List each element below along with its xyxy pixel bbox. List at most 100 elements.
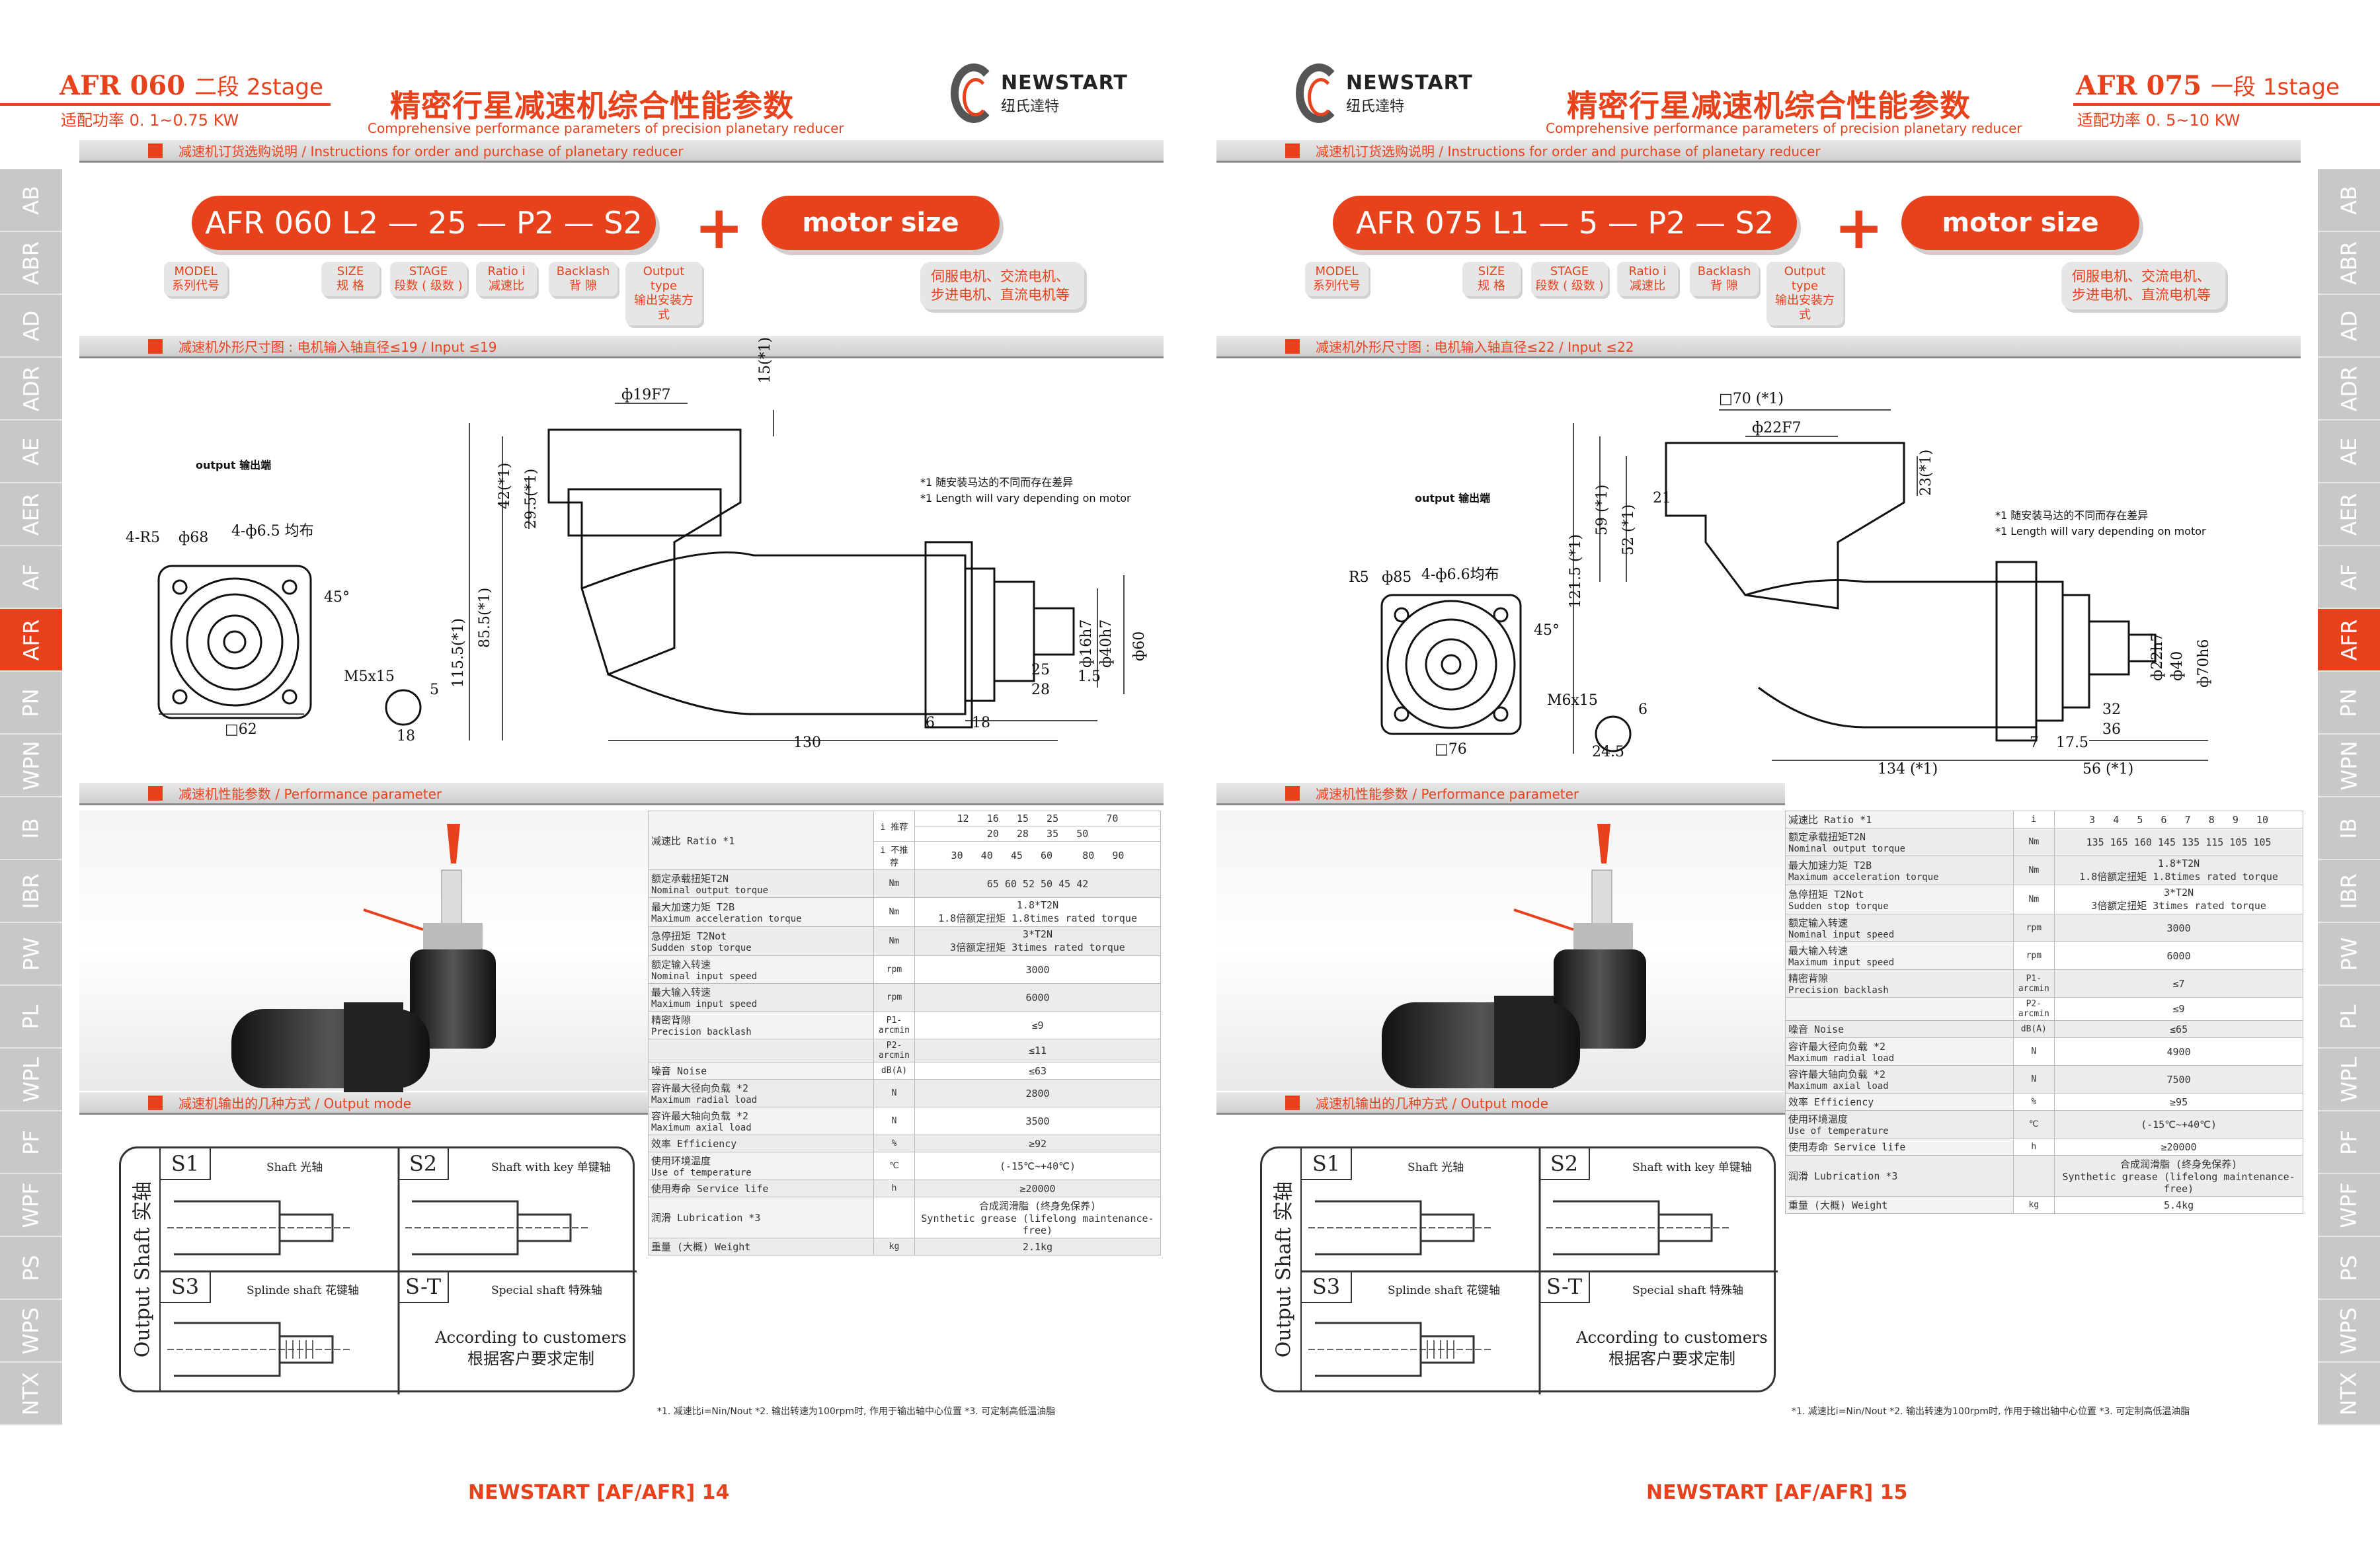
section-marker-icon — [1285, 143, 1300, 158]
side-tab-ntx[interactable]: NTX — [2318, 1363, 2380, 1425]
row-unit: rpm — [2012, 914, 2055, 942]
dim-text: 18 — [397, 728, 415, 744]
row-value: (-15℃~+40℃) — [914, 1152, 1161, 1180]
row-unit: P2-arcmin — [873, 1039, 915, 1062]
om-s2-code: S2 — [399, 1148, 449, 1180]
tag-motor: 伺服电机、交流电机、 步进电机、直流电机等 — [2061, 262, 2225, 309]
dim-text: 4-ф6.6均布 — [1421, 567, 1499, 583]
dim-text: 85.5(*1) — [477, 588, 493, 648]
section-marker-icon — [148, 785, 163, 801]
side-tab-wpl[interactable]: WPL — [0, 1049, 62, 1111]
table-row: 效率 Efficiency%≥95 — [1785, 1093, 2303, 1111]
left-order-code: AFR 060 L2 — 25 — P2 — S2 — [192, 196, 656, 250]
side-tab-af[interactable]: AF — [2318, 546, 2380, 609]
side-tab-abr[interactable]: ABR — [2318, 232, 2380, 295]
dim-text: ф22h7 — [2149, 633, 2166, 681]
side-tab-aer[interactable]: AER — [0, 483, 62, 546]
side-tab-wpf[interactable]: WPF — [0, 1174, 62, 1237]
side-tab-ibr[interactable]: IBR — [2318, 860, 2380, 923]
side-tab-abr[interactable]: ABR — [0, 232, 62, 295]
row-unit: ℃ — [2012, 1110, 2055, 1139]
side-tab-aer[interactable]: AER — [2318, 483, 2380, 546]
side-tab-af[interactable]: AF — [0, 546, 62, 609]
left-dimension-drawing: ф19F7 15(*1) 42(*1) 29.5(*1) 85.5(*1) 11… — [126, 337, 1148, 751]
side-tab-ibr[interactable]: IBR — [0, 860, 62, 923]
right-title-cn: 精密行星减速机综合性能参数 — [1567, 88, 1971, 124]
side-tab-label: AFR — [19, 619, 44, 660]
side-tab-ps[interactable]: PS — [0, 1237, 62, 1300]
side-tab-ntx[interactable]: NTX — [0, 1363, 62, 1425]
om-st-name: Special shaft 特殊轴 — [491, 1284, 602, 1297]
side-tab-wpf[interactable]: WPF — [2318, 1174, 2380, 1237]
side-tab-pw[interactable]: PW — [0, 923, 62, 986]
side-tab-pl[interactable]: PL — [2318, 986, 2380, 1049]
dim-text: M6x15 — [1547, 692, 1598, 709]
row-label — [648, 1039, 874, 1062]
ratio-norec-row: 30 40 45 60 80 90 — [914, 841, 1161, 870]
side-tab-ad[interactable]: AD — [2318, 295, 2380, 358]
dim-text: 45° — [1534, 622, 1560, 639]
side-tab-pf[interactable]: PF — [0, 1111, 62, 1174]
side-tab-pn[interactable]: PN — [2318, 672, 2380, 735]
side-tab-ae[interactable]: AE — [2318, 420, 2380, 483]
row-unit: P2-arcmin — [2012, 997, 2055, 1021]
side-tab-label: AER — [2336, 493, 2361, 536]
side-tab-pf[interactable]: PF — [2318, 1111, 2380, 1174]
section-label: 减速机外形尺寸图 : 电机输入轴直径≤19 / Input ≤19 — [178, 339, 497, 355]
row-value: ≥20000 — [2054, 1138, 2303, 1156]
side-tab-wps[interactable]: WPS — [2318, 1300, 2380, 1363]
right-section-performance: 减速机性能参数 / Performance parameter — [1216, 783, 1785, 805]
side-tab-wpn[interactable]: WPN — [2318, 735, 2380, 797]
side-tab-ab[interactable]: AB — [0, 169, 62, 232]
side-tab-pw[interactable]: PW — [2318, 923, 2380, 986]
section-marker-icon — [148, 339, 163, 354]
gearbox-body — [547, 428, 742, 676]
om-s1-code: S1 — [1302, 1148, 1352, 1180]
dim-text: 7 — [2030, 735, 2039, 751]
side-tab-ad[interactable]: AD — [0, 295, 62, 358]
row-value: 3000 — [2054, 914, 2303, 942]
tag-model: MODEL 系列代号 — [164, 262, 227, 296]
row-value: 合成润滑脂 (终身免保养) Synthetic grease (lifelong… — [914, 1197, 1161, 1238]
row-value: 1.8*T2N 1.8倍额定扭矩 1.8times rated torque — [914, 897, 1161, 927]
section-label: 减速机订货选购说明 / Instructions for order and p… — [1316, 143, 1821, 159]
side-tab-pl[interactable]: PL — [0, 986, 62, 1049]
side-tab-wps[interactable]: WPS — [0, 1300, 62, 1363]
row-unit: h — [2012, 1138, 2055, 1156]
row-unit: kg — [2012, 1196, 2055, 1214]
side-tab-ib[interactable]: IB — [0, 797, 62, 860]
side-tab-label: WPF — [2336, 1181, 2361, 1228]
side-tab-label: AD — [19, 310, 44, 341]
tag-output: Output type 输出安装方式 — [1766, 262, 1843, 325]
side-tab-adr[interactable]: ADR — [2318, 358, 2380, 420]
dim-text: 29.5(*1) — [523, 469, 539, 529]
side-tab-label: AF — [18, 563, 44, 590]
row-unit: rpm — [2012, 941, 2055, 970]
side-tab-adr[interactable]: ADR — [0, 358, 62, 420]
section-label: 减速机外形尺寸图 : 电机输入轴直径≤22 / Input ≤22 — [1316, 339, 1634, 355]
side-tab-afr[interactable]: AFR — [0, 609, 62, 672]
side-tab-wpl[interactable]: WPL — [2318, 1049, 2380, 1111]
left-param-table: 减速比 Ratio *1 i 推荐 12 16 15 25 70 20 28 3… — [648, 811, 1161, 1256]
right-section-output: 减速机输出的几种方式 / Output mode — [1216, 1092, 1785, 1115]
side-tab-ps[interactable]: PS — [2318, 1237, 2380, 1300]
tag-stage: STAGE 段数 ( 级数 ) — [390, 262, 467, 296]
side-tab-ae[interactable]: AE — [0, 420, 62, 483]
side-tab-pn[interactable]: PN — [0, 672, 62, 735]
motor-size-text: motor size — [1942, 208, 2099, 238]
side-tab-ab[interactable]: AB — [2318, 169, 2380, 232]
right-dimension-drawing: □70 (*1) ф22F7 21 52 (*1) 59 (*1) 121.5 … — [1349, 391, 2212, 778]
left-section-performance: 减速机性能参数 / Performance parameter — [79, 783, 1164, 805]
side-tab-ib[interactable]: IB — [2318, 797, 2380, 860]
side-tab-wpn[interactable]: WPN — [0, 735, 62, 797]
side-tab-afr[interactable]: AFR — [2318, 609, 2380, 672]
plus-icon: + — [694, 193, 744, 262]
